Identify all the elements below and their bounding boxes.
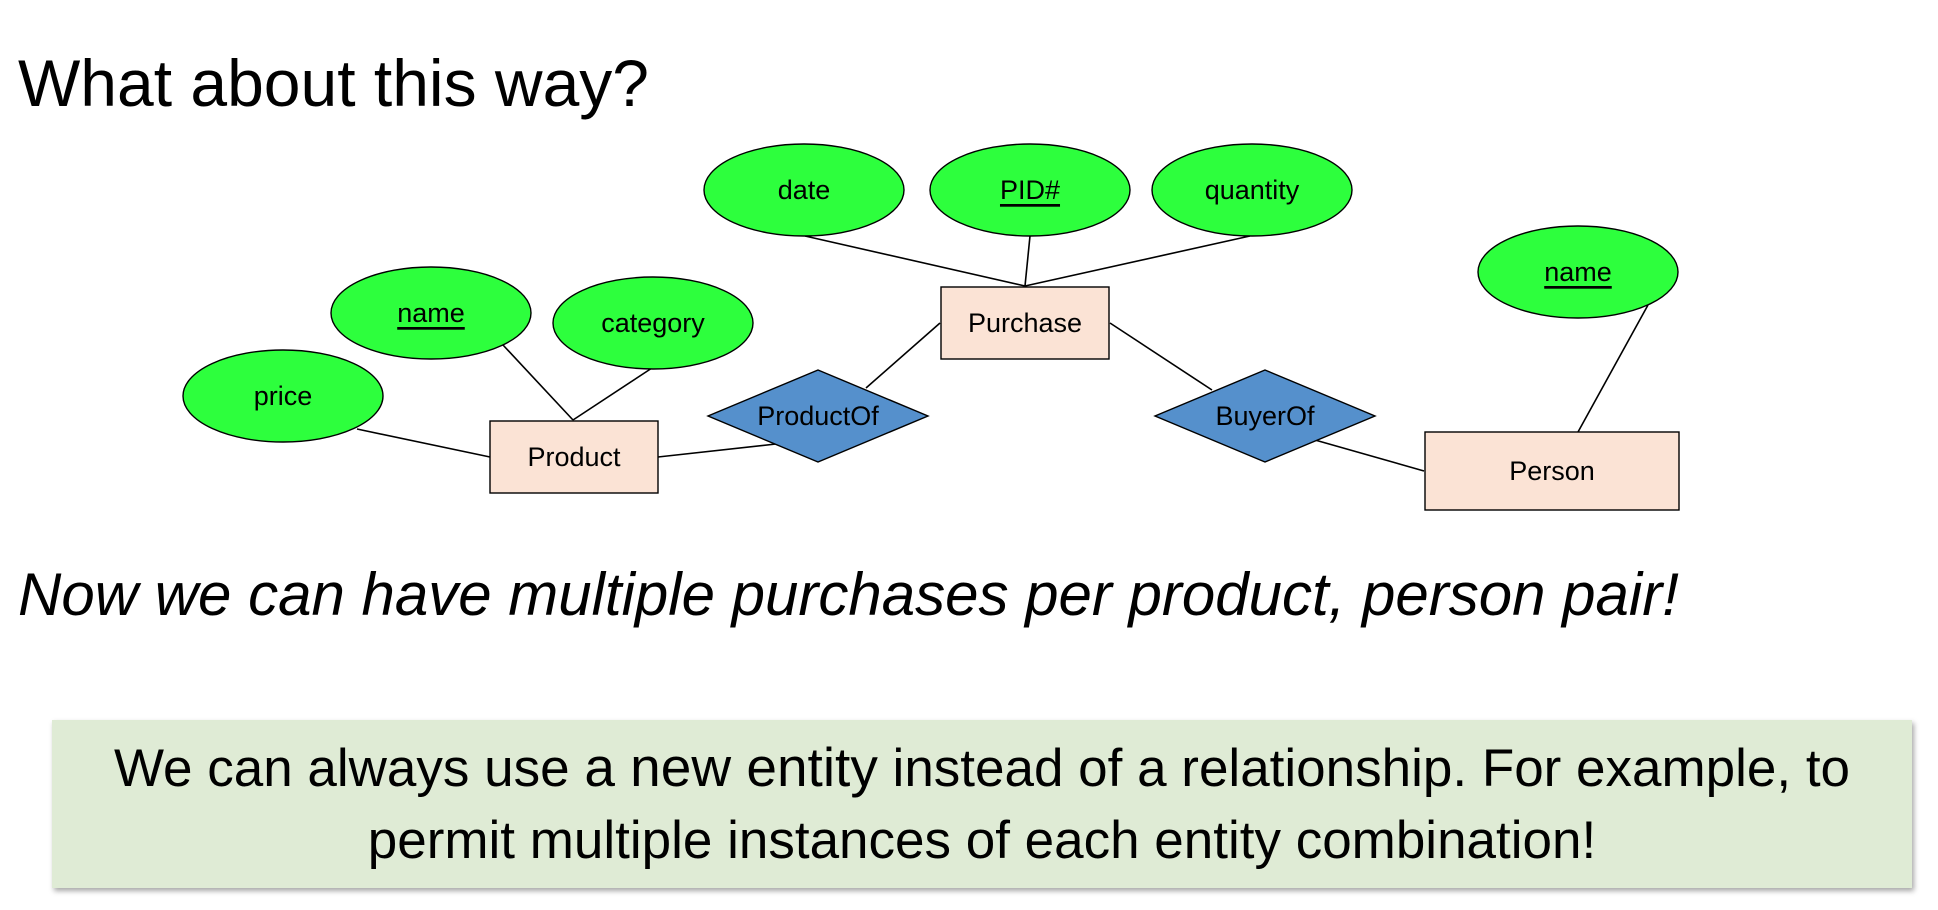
line-category-product [572,367,653,421]
callout-text-before: We can always use [113,739,585,798]
attribute-product-name: name [330,266,532,360]
entity-purchase: Purchase [940,286,1110,360]
callout-box: We can always use a new entity instead o… [52,720,1912,888]
attribute-pid: PID# [929,143,1131,237]
line-purchase-productof [865,322,941,389]
subtitle: Now we can have multiple purchases per p… [18,561,1679,628]
entity-person-label: Person [1509,456,1595,486]
entity-purchase-label: Purchase [968,308,1082,338]
attribute-product-name-label: name [397,298,465,328]
er-diagram: date PID# quantity name category price n… [182,143,1680,511]
attribute-date: date [703,143,905,237]
attribute-date-label: date [778,175,831,205]
relationship-buyerof-label: BuyerOf [1215,401,1315,431]
attribute-person-name-label: name [1544,257,1612,287]
attribute-category: category [552,276,754,370]
line-name-person [1577,304,1649,433]
attribute-price-label: price [254,381,313,411]
entity-person: Person [1424,431,1680,511]
attribute-person-name: name [1477,225,1679,319]
line-quantity-purchase [1024,235,1251,287]
callout-text-after: instead of a relationship. For example, … [367,739,1851,870]
line-buyerof-person [1314,439,1425,472]
slide-title: What about this way? [18,46,649,120]
line-pid-purchase [1024,235,1031,287]
line-date-purchase [804,235,1026,287]
attribute-quantity-label: quantity [1205,175,1300,205]
line-purchase-buyerof [1109,322,1213,391]
entity-product-label: Product [527,442,621,472]
relationship-productof-label: ProductOf [757,401,879,431]
callout-emphasis: a new entity [584,736,878,798]
connector-lines [356,235,1649,472]
attribute-pid-label: PID# [1000,175,1060,205]
line-productof-product [657,443,777,458]
entity-product: Product [489,420,659,494]
attribute-price: price [182,349,384,443]
attribute-quantity: quantity [1151,143,1353,237]
relationship-buyerof: BuyerOf [1153,369,1377,463]
line-name-product [502,344,574,421]
line-price-product [356,428,491,458]
relationship-productof: ProductOf [706,369,930,463]
attribute-category-label: category [601,308,705,338]
callout-text: We can always use a new entity instead o… [72,731,1892,877]
